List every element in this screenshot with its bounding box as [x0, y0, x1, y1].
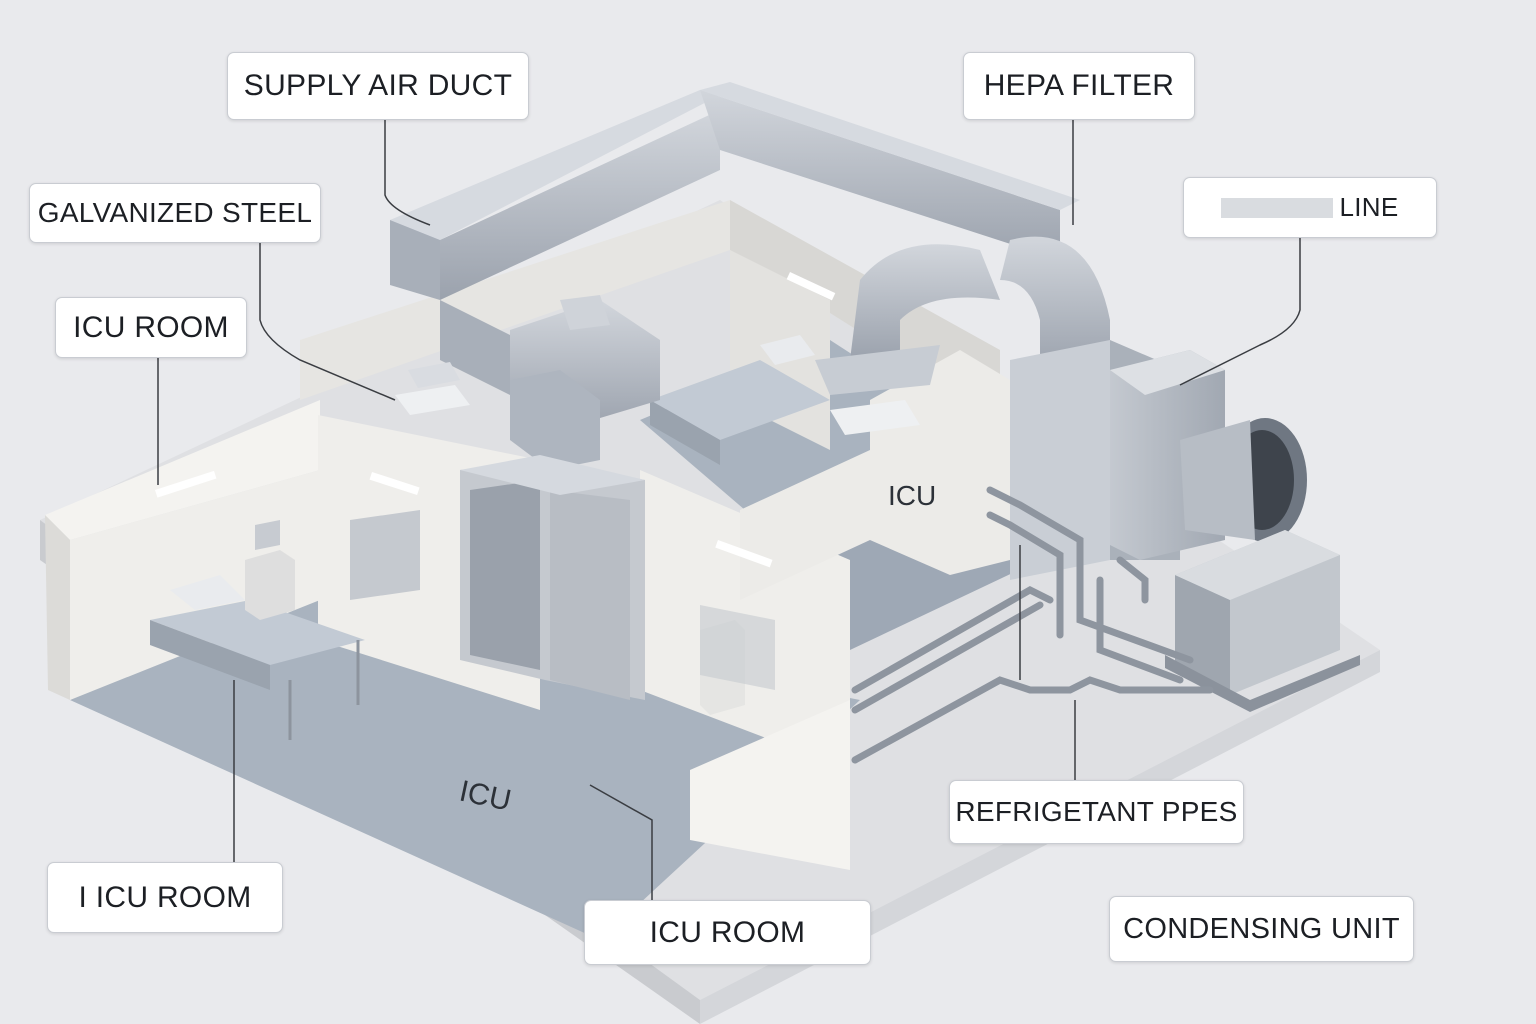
- callout-text: GALVANIZED STEEL: [37, 197, 313, 228]
- callout-refrigerant-pipes: REFRIGETANT PPES: [949, 780, 1244, 844]
- callout-text: SUPPLY AIR DUCT: [243, 69, 513, 102]
- callout-text: HEPA FILTER: [983, 69, 1175, 102]
- hospital-bed-rear: [650, 335, 830, 465]
- leader-lines: [157, 120, 1301, 900]
- callout-text: ICU ROOM: [649, 915, 806, 949]
- condensing-unit: [1165, 530, 1360, 712]
- supply-air-duct: [390, 82, 1110, 495]
- refrigerant-pipes: [851, 486, 1214, 764]
- door: [460, 460, 645, 700]
- callout-hepa-filter: HEPA FILTER: [963, 52, 1195, 120]
- callout-supply-air-duct: SUPPLY AIR DUCT: [227, 52, 529, 120]
- callout-line: LINE: [1183, 177, 1437, 238]
- callout-condensing-unit: CONDENSING UNIT: [1109, 896, 1414, 962]
- callout-text: I ICU ROOM: [78, 880, 252, 914]
- callout-icu-room-bottom-center: ICU ROOM: [584, 900, 871, 965]
- wall-lights: [154, 272, 836, 568]
- callout-icu-room-top: ICU ROOM: [55, 297, 247, 358]
- bedside-cabinet: [245, 510, 775, 715]
- air-handling-unit: [1010, 340, 1307, 580]
- callout-text: REFRIGETANT PPES: [955, 796, 1238, 827]
- floor-label-icu-rear: ICU: [888, 480, 936, 511]
- callout-text: LINE: [1339, 192, 1399, 222]
- callout-galvanized-steel: GALVANIZED STEEL: [29, 183, 321, 243]
- obscured-text-placeholder: [1221, 197, 1334, 218]
- callout-icu-room-bottom-left: I ICU ROOM: [47, 862, 283, 933]
- callout-text: ICU ROOM: [73, 310, 229, 344]
- hospital-bed-front: [150, 575, 365, 740]
- callout-text: CONDENSING UNIT: [1123, 912, 1400, 945]
